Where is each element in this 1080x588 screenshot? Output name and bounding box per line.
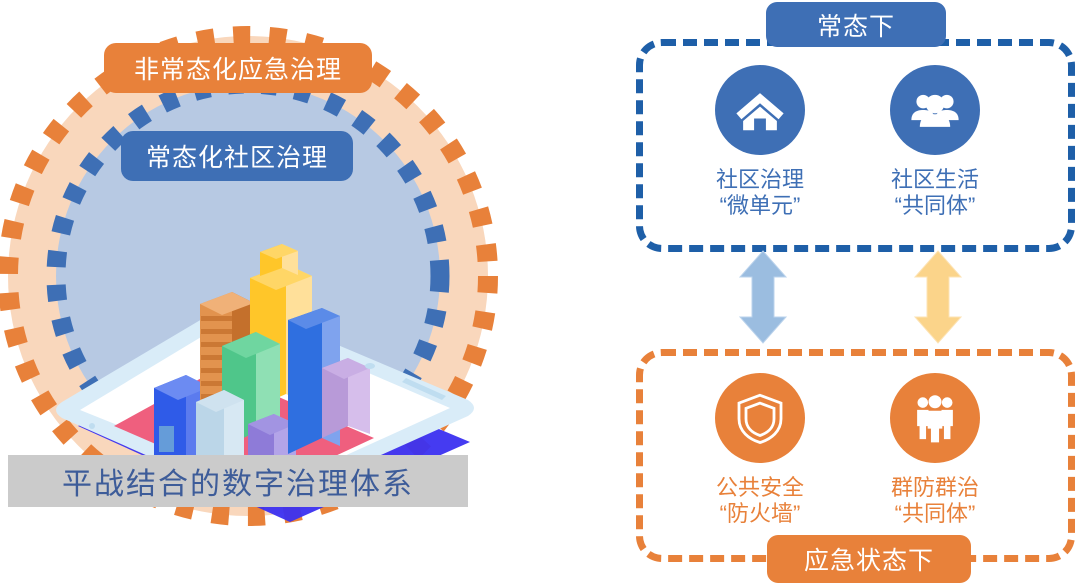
- people-group-icon-glyph: [911, 94, 959, 127]
- label-line-2: “共同体”: [894, 192, 976, 218]
- title-banner: 平战结合的数字治理体系: [8, 455, 468, 507]
- item-community-life[interactable]: 社区生活 “共同体”: [860, 65, 1010, 218]
- badge-emergency-label: 非常态化应急治理: [133, 56, 342, 84]
- item-label-community-governance: 社区治理 “微单元”: [716, 167, 804, 218]
- left-illustration-panel: 非常态化应急治理 常态化社区治理 平战结合的数字治理体系: [0, 26, 498, 526]
- normal-state-badge[interactable]: 常态下: [766, 2, 946, 47]
- item-label-joint-prevention: 群防群治 “共同体”: [891, 475, 979, 526]
- people-standing-icon-glyph: [917, 395, 953, 443]
- label-line-2: “微单元”: [719, 192, 801, 218]
- label-line-1: 公共安全: [715, 475, 804, 500]
- emergency-state-badge[interactable]: 应急状态下: [767, 535, 971, 583]
- house-icon: [715, 65, 805, 155]
- item-public-safety[interactable]: 公共安全 “防火墙”: [685, 373, 835, 526]
- page-title: 平战结合的数字治理体系: [62, 468, 414, 501]
- house-icon-glyph: [736, 93, 784, 131]
- emergency-state-badge-label: 应急状态下: [803, 547, 934, 575]
- badge-normal-label: 常态化社区治理: [145, 144, 328, 172]
- people-group-icon: [890, 65, 980, 155]
- label-line-2: “共同体”: [894, 500, 976, 526]
- shield-icon: [715, 373, 805, 463]
- label-line-1: 群防群治: [890, 475, 979, 500]
- item-community-governance[interactable]: 社区治理 “微单元”: [685, 65, 835, 218]
- arrow-left-updown: [736, 249, 790, 350]
- badge-normalized-community-governance[interactable]: 常态化社区治理: [121, 131, 353, 181]
- arrow-left-updown-glyph: [738, 250, 788, 344]
- right-state-panel: 常态下 社区治理 “微单元” 社区生活 “共同体”: [540, 0, 1080, 588]
- label-line-1: 社区生活: [890, 167, 979, 192]
- arrow-right-updown-glyph: [913, 250, 963, 344]
- normal-state-badge-label: 常态下: [816, 12, 895, 41]
- shield-icon-glyph: [737, 393, 783, 444]
- item-label-public-safety: 公共安全 “防火墙”: [716, 475, 804, 526]
- normal-state-box: [636, 39, 1075, 252]
- label-line-1: 社区治理: [715, 167, 804, 192]
- arrow-right-updown: [911, 249, 965, 350]
- label-line-2: “防火墙”: [719, 500, 801, 526]
- badge-non-normalized-emergency-governance[interactable]: 非常态化应急治理: [104, 43, 372, 93]
- item-label-community-life: 社区生活 “共同体”: [891, 167, 979, 218]
- item-joint-prevention[interactable]: 群防群治 “共同体”: [860, 373, 1010, 526]
- people-standing-icon: [890, 373, 980, 463]
